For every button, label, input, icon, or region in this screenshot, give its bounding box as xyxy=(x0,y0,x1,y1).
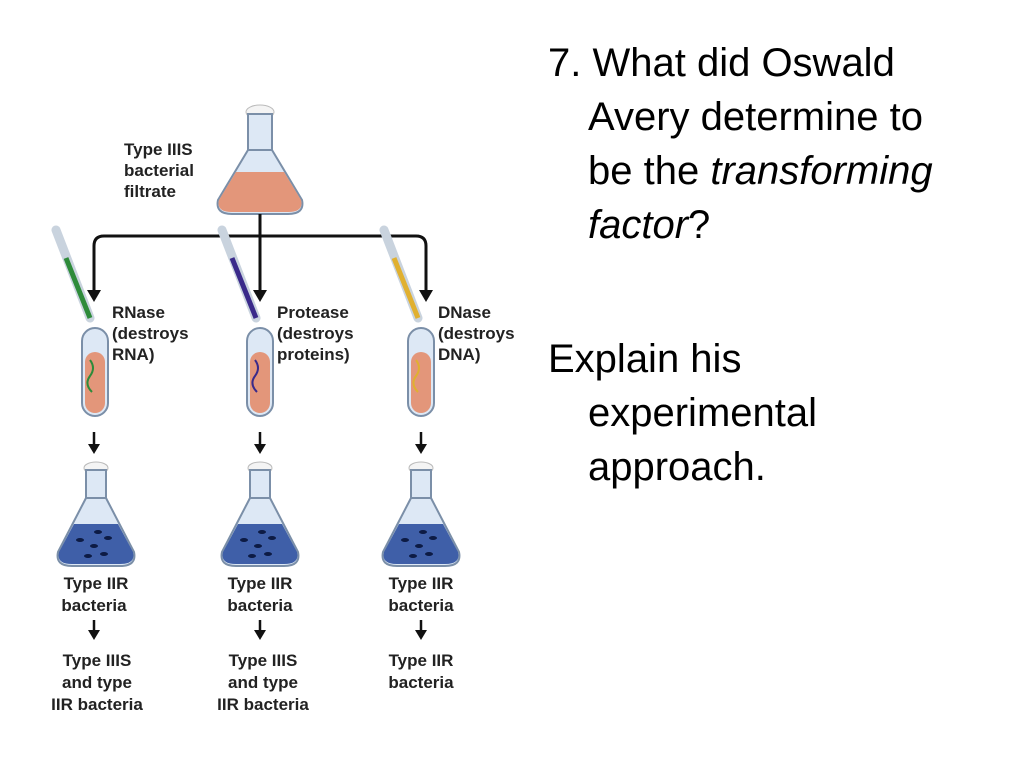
result-3-line-1: Type IIR xyxy=(389,651,454,670)
culture-2-line-1: Type IIR xyxy=(228,574,293,593)
culture-3-line-2: bacteria xyxy=(388,596,454,615)
question-line-3: be the transforming xyxy=(548,144,1008,198)
enzyme-3-line-2: (destroys xyxy=(438,324,515,343)
filtrate-flask xyxy=(216,104,304,215)
enzyme-2-line-3: proteins) xyxy=(277,345,350,364)
result-1-line-1: Type IIIS xyxy=(63,651,132,670)
rnase-tube xyxy=(81,327,109,417)
source-label-line-3: filtrate xyxy=(124,182,176,201)
result-3-line-2: bacteria xyxy=(388,673,454,692)
question-line-1: 7. What did Oswald xyxy=(548,41,895,85)
enzyme-3-line-3: DNA) xyxy=(438,345,481,364)
dnase-pipette xyxy=(379,225,423,323)
question-line-2: Avery determine to xyxy=(588,95,923,139)
explain-line-2: experimental xyxy=(588,391,818,435)
rnase-pipette xyxy=(51,225,95,323)
avery-experiment-diagram: Type IIIS bacterial filtrate xyxy=(51,104,515,714)
question-line-4-suffix: ? xyxy=(688,203,711,247)
enzyme-2-line-1: Protease xyxy=(277,303,349,322)
culture-flask-protease xyxy=(220,461,300,567)
culture-2-line-2: bacteria xyxy=(227,596,293,615)
question-line-3-italic: transforming xyxy=(710,149,933,193)
question-line-3-prefix: be the xyxy=(588,149,711,193)
explain-line-3: approach. xyxy=(588,445,766,489)
question-line-4-italic: factor xyxy=(588,203,689,247)
explain-line-1: Explain his xyxy=(548,337,742,381)
protease-pipette xyxy=(217,225,261,323)
culture-flask-dnase xyxy=(381,461,461,567)
enzyme-1-line-1: RNase xyxy=(112,303,165,322)
culture-1-line-1: Type IIR xyxy=(64,574,129,593)
enzyme-1-line-3: RNA) xyxy=(112,345,155,364)
enzyme-3-line-1: DNase xyxy=(438,303,491,322)
result-2-line-1: Type IIIS xyxy=(229,651,298,670)
source-label-line-1: Type IIIS xyxy=(124,140,193,159)
question-line-4: factor? xyxy=(548,198,1008,252)
explain-text: Explain his experimental approach. xyxy=(548,332,1008,494)
culture-3-line-1: Type IIR xyxy=(389,574,454,593)
dnase-tube xyxy=(407,327,435,417)
result-1-line-2: and type xyxy=(62,673,132,692)
culture-flask-rnase xyxy=(56,461,136,567)
protease-tube xyxy=(246,327,274,417)
tube-to-flask-arrows xyxy=(92,432,423,446)
enzyme-2-line-2: (destroys xyxy=(277,324,354,343)
result-2-line-2: and type xyxy=(228,673,298,692)
result-2-line-3: IIR bacteria xyxy=(217,695,309,714)
source-label-line-2: bacterial xyxy=(124,161,194,180)
enzyme-1-line-2: (destroys xyxy=(112,324,189,343)
question-text: 7. What did Oswald Avery determine to be… xyxy=(548,36,1008,252)
result-1-line-3: IIR bacteria xyxy=(51,695,143,714)
branch-connector xyxy=(92,214,428,292)
culture-1-line-2: bacteria xyxy=(61,596,127,615)
